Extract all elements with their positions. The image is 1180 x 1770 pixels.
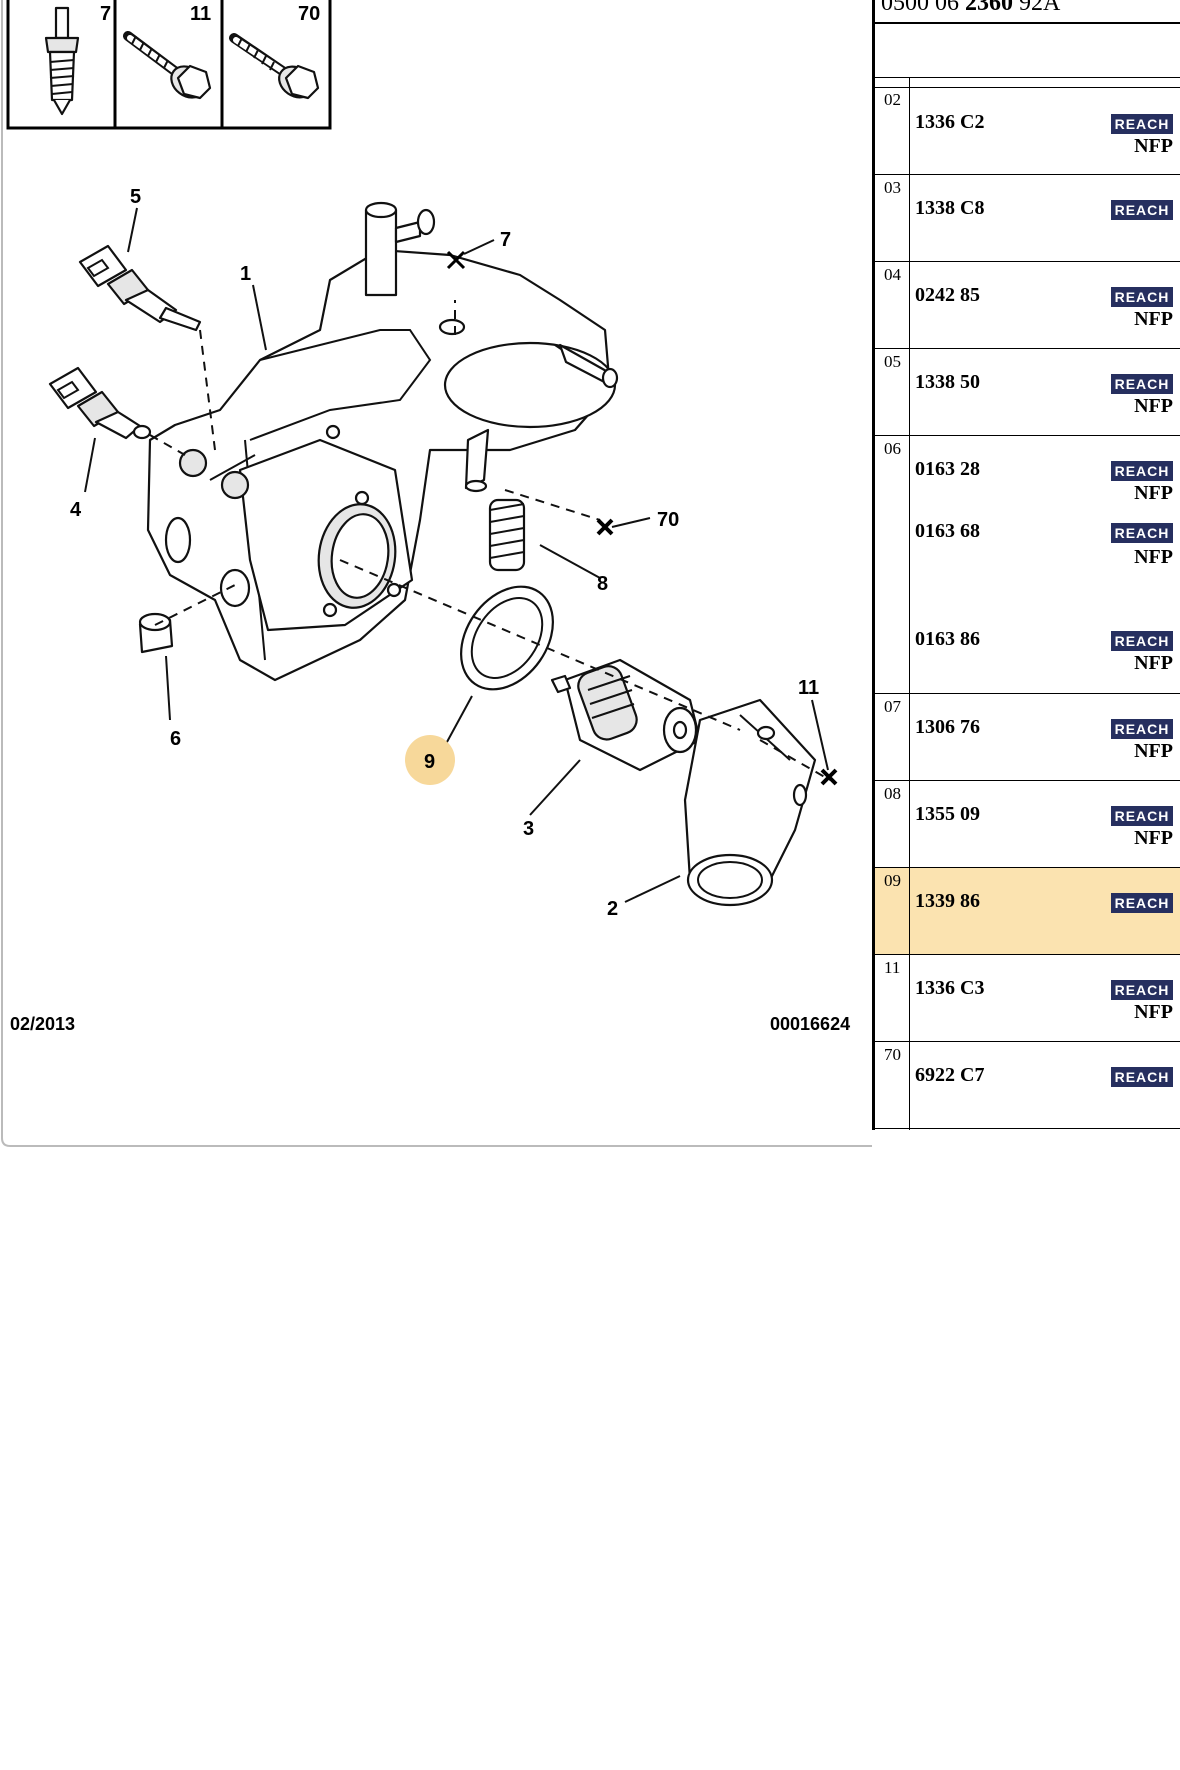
- seal-ring-9: [460, 585, 554, 691]
- row-number: 11: [884, 958, 901, 977]
- row-number: 06: [884, 439, 901, 458]
- table-row[interactable]: 05 1338 50 REACH NFP: [875, 349, 1180, 436]
- row-number: 05: [884, 352, 901, 371]
- part-number: 1306 76: [915, 716, 980, 738]
- inset-label-70: 70: [298, 3, 320, 25]
- reach-badge: REACH: [1111, 200, 1173, 220]
- callout-4: 4: [70, 499, 82, 521]
- inset-label-11: 11: [190, 3, 211, 25]
- fastener-inset: 7 11 70: [6, 0, 332, 130]
- part-number: 1355 09: [915, 803, 980, 825]
- spring-8: [488, 498, 526, 572]
- drawing-number: 00016624: [770, 1014, 850, 1034]
- table-column-divider: [909, 77, 910, 1130]
- callout-8: 8: [597, 573, 608, 595]
- diagram-date: 02/2013: [10, 1014, 75, 1034]
- callout-6: 6: [170, 728, 181, 750]
- reach-badge: REACH: [1111, 980, 1173, 1000]
- part-number: 1338 50: [915, 371, 980, 393]
- table-divider: [875, 87, 1180, 88]
- row-number: 02: [884, 90, 901, 109]
- row-number: 04: [884, 265, 901, 284]
- reach-badge: REACH: [1111, 523, 1173, 543]
- callout-5: 5: [130, 186, 141, 208]
- nfp-label: NFP: [1134, 135, 1173, 157]
- part-number: 1339 86: [915, 890, 980, 912]
- part-number: 1336 C3: [915, 977, 985, 999]
- row-number: 07: [884, 697, 901, 716]
- callout-1: 1: [240, 263, 251, 285]
- temperature-sensor-4: [48, 366, 152, 440]
- callout-7: 7: [500, 229, 511, 251]
- table-header-space: [875, 22, 1180, 79]
- reach-badge: REACH: [1111, 719, 1173, 739]
- table-row[interactable]: 03 1338 C8 REACH: [875, 175, 1180, 262]
- table-row[interactable]: 02 1336 C2 REACH NFP: [875, 87, 1180, 175]
- flange-screw-11-icon: [123, 31, 212, 100]
- callout-11: 11: [798, 677, 819, 699]
- table-reference: 0500 06 2360 92A: [881, 0, 1061, 16]
- temperature-sensor-5: [78, 244, 202, 332]
- diagram-drawing: 7 11 70: [1, 0, 872, 1147]
- thermostat-housing-1: [146, 201, 619, 682]
- nfp-label: NFP: [1134, 827, 1173, 849]
- flange-screw-70-icon: [229, 33, 320, 100]
- row-number: 03: [884, 178, 901, 197]
- table-row[interactable]: 06 0163 28 REACH NFP 0163 68 REACH NFP 0…: [875, 436, 1180, 694]
- table-row[interactable]: 08 1355 09 REACH NFP: [875, 781, 1180, 868]
- part-number: 6922 C7: [915, 1064, 985, 1086]
- nfp-label: NFP: [1134, 308, 1173, 330]
- highlight-marker: [405, 735, 455, 785]
- reach-badge: REACH: [1111, 806, 1173, 826]
- blanking-plug-6: [138, 612, 174, 654]
- tightening-mark-icon: [446, 250, 466, 270]
- table-row[interactable]: 07 1306 76 REACH NFP: [875, 694, 1180, 781]
- nfp-label: NFP: [1134, 740, 1173, 762]
- row-number: 09: [884, 871, 901, 890]
- part-number: 0163 28: [915, 458, 980, 480]
- part-number: 0242 85: [915, 284, 980, 306]
- reach-badge: REACH: [1111, 631, 1173, 651]
- nfp-label: NFP: [1134, 546, 1173, 568]
- reach-badge: REACH: [1111, 461, 1173, 481]
- reach-badge: REACH: [1111, 893, 1173, 913]
- inset-label-7: 7: [100, 3, 111, 25]
- part-number: 1338 C8: [915, 197, 985, 219]
- callout-9: 9: [424, 751, 435, 773]
- table-row[interactable]: 04 0242 85 REACH NFP: [875, 262, 1180, 349]
- exploded-parts-diagram: 7 11 70: [0, 0, 872, 1148]
- callout-3: 3: [523, 818, 534, 840]
- table-divider: [875, 77, 1180, 78]
- reach-badge: REACH: [1111, 114, 1173, 134]
- nfp-label: NFP: [1134, 482, 1173, 504]
- tightening-mark-icon: [596, 518, 614, 536]
- part-number: 0163 86: [915, 628, 980, 650]
- nfp-label: NFP: [1134, 1001, 1173, 1023]
- callout-2: 2: [607, 898, 618, 920]
- callout-70: 70: [657, 509, 679, 531]
- water-outlet-2: [683, 698, 817, 907]
- row-number: 08: [884, 784, 901, 803]
- tightening-mark-icon: [820, 768, 838, 786]
- reach-badge: REACH: [1111, 374, 1173, 394]
- nfp-label: NFP: [1134, 395, 1173, 417]
- reach-badge: REACH: [1111, 287, 1173, 307]
- table-row[interactable]: 11 1336 C3 REACH NFP: [875, 955, 1180, 1042]
- reach-badge: REACH: [1111, 1067, 1173, 1087]
- thermostat-3: [550, 658, 702, 772]
- part-number: 0163 68: [915, 520, 980, 542]
- table-row[interactable]: 70 6922 C7 REACH: [875, 1042, 1180, 1129]
- nfp-label: NFP: [1134, 652, 1173, 674]
- table-row-highlighted[interactable]: 09 1339 86 REACH: [875, 868, 1180, 955]
- row-number: 70: [884, 1045, 901, 1064]
- parts-table: 0500 06 2360 92A 02 1336 C2 REACH NFP 03…: [872, 0, 1180, 1130]
- part-number: 1336 C2: [915, 111, 985, 133]
- bleed-screw-icon: [44, 6, 80, 116]
